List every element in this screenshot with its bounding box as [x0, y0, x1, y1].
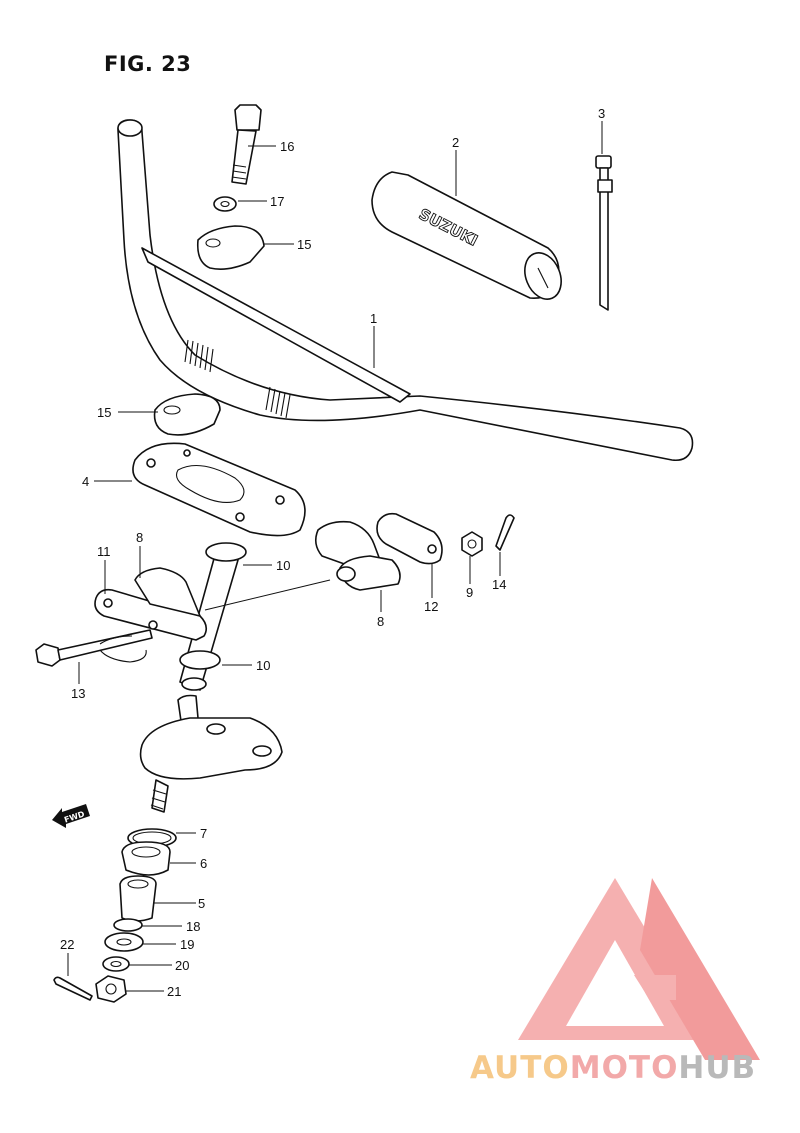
watermark-hub: HUB	[678, 1050, 757, 1086]
seal-6	[121, 841, 171, 876]
callout-10-upper: 10	[276, 558, 290, 573]
lower-clamp-15	[153, 393, 221, 436]
plate-12	[376, 512, 443, 565]
callout-8-left: 8	[136, 530, 143, 545]
callout-16: 16	[280, 139, 294, 154]
upper-clamp-15	[196, 225, 265, 270]
lower-shaft-plate	[139, 694, 283, 813]
washer-20	[102, 956, 130, 972]
handlebar-holder-4	[132, 442, 306, 537]
cotter-pin-14	[495, 514, 515, 551]
callout-15-lower: 15	[97, 405, 111, 420]
forward-arrow-icon: FWD	[52, 804, 90, 828]
washer-19	[104, 932, 144, 952]
callout-17: 17	[270, 194, 284, 209]
callout-13: 13	[71, 686, 85, 701]
watermark-text: AUTOMOTOHUB	[470, 1050, 756, 1086]
callout-18: 18	[186, 919, 200, 934]
callout-2: 2	[452, 135, 459, 150]
cotter-pin-22	[53, 976, 93, 1001]
watermark-logo	[518, 878, 760, 1060]
callout-labels: 1 2 3 4 5 6 7 8 8 9 10 10 11 12 13 14 15…	[60, 106, 605, 999]
callout-9: 9	[466, 585, 473, 600]
watermark-auto: AUTO	[470, 1050, 570, 1086]
callout-8-right: 8	[377, 614, 384, 629]
callout-12: 12	[424, 599, 438, 614]
callout-4: 4	[82, 474, 89, 489]
bolt-13	[35, 629, 153, 667]
callout-19: 19	[180, 937, 194, 952]
callout-20: 20	[175, 958, 189, 973]
bolt-16	[231, 104, 262, 185]
bushing-5	[119, 875, 157, 922]
callout-leaders	[67, 121, 603, 992]
steering-shaft	[179, 542, 247, 691]
callout-14: 14	[492, 577, 506, 592]
nut-9	[461, 531, 483, 557]
shaft-holder-8-11	[94, 567, 208, 641]
figure-title: FIG. 23	[104, 52, 192, 76]
watermark-moto: MOTO	[569, 1050, 679, 1086]
callout-22: 22	[60, 937, 74, 952]
callout-6: 6	[200, 856, 207, 871]
callout-21: 21	[167, 984, 181, 999]
shaft-holder-right-8	[314, 520, 401, 591]
washer-17	[213, 196, 237, 212]
callout-3: 3	[598, 106, 605, 121]
handlebar-pad: SUZUKI	[371, 171, 562, 300]
callout-7: 7	[200, 826, 207, 841]
washer-18	[113, 918, 143, 932]
cable-tie	[595, 155, 613, 311]
nut-21	[95, 975, 127, 1003]
callout-5: 5	[198, 896, 205, 911]
callout-10-lower: 10	[256, 658, 270, 673]
callout-15-upper: 15	[297, 237, 311, 252]
callout-1: 1	[370, 311, 377, 326]
callout-11: 11	[97, 544, 111, 559]
